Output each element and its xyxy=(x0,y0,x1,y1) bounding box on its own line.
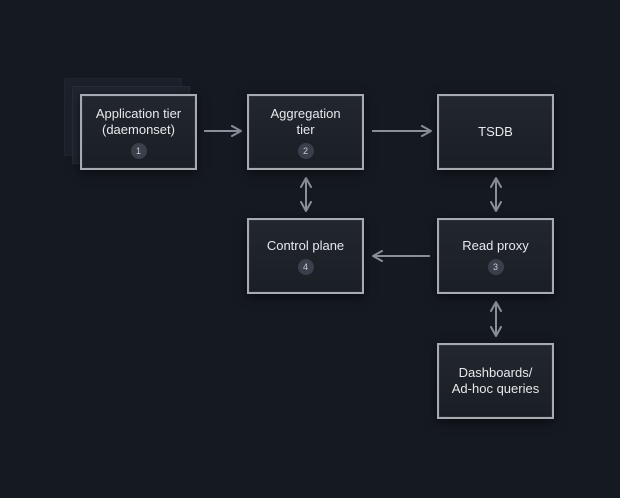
step-badge: 2 xyxy=(297,142,314,159)
node-label: Control plane xyxy=(266,237,345,253)
node-label: Application tier (daemonset) xyxy=(95,105,182,137)
node-aggregation-tier[interactable]: Aggregation tier 2 xyxy=(247,94,364,170)
node-read-proxy[interactable]: Read proxy 3 xyxy=(437,218,554,294)
node-application-tier[interactable]: Application tier (daemonset) 1 xyxy=(80,94,197,170)
step-badge: 1 xyxy=(130,142,147,159)
node-label: TSDB xyxy=(478,124,513,139)
node-control-plane[interactable]: Control plane 4 xyxy=(247,218,364,294)
node-label: Aggregation tier xyxy=(270,105,341,137)
node-dashboards[interactable]: Dashboards/ Ad-hoc queries xyxy=(437,343,554,419)
node-label: Read proxy xyxy=(462,237,529,253)
step-badge: 3 xyxy=(487,258,504,275)
node-label: Dashboards/ Ad-hoc queries xyxy=(451,365,540,396)
step-badge: 4 xyxy=(297,258,314,275)
node-tsdb[interactable]: TSDB xyxy=(437,94,554,170)
